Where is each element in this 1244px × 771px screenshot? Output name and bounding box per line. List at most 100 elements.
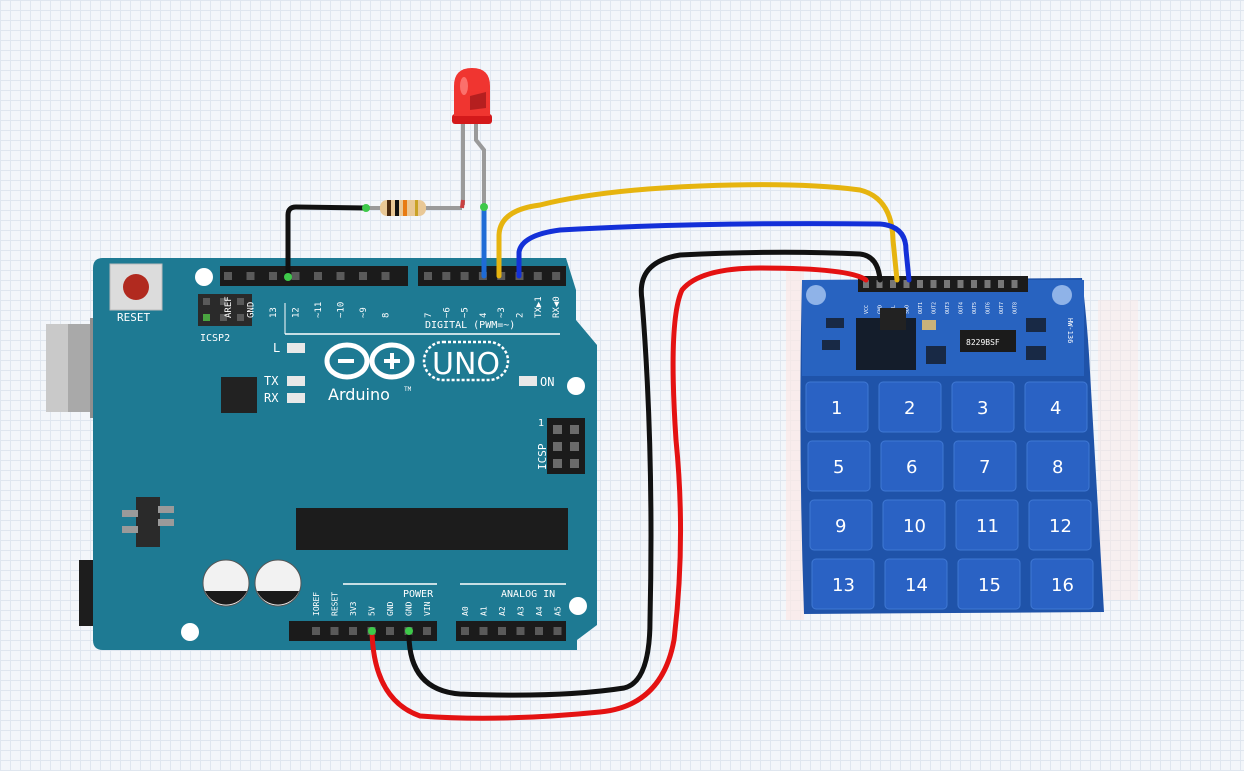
touch-key[interactable] xyxy=(1026,440,1090,492)
touch-controller-chip xyxy=(960,330,1016,352)
analog-pin-label: A5 xyxy=(554,606,563,616)
digital-pin-label: GND xyxy=(247,302,257,318)
icsp-header xyxy=(547,418,585,474)
mounting-hole xyxy=(1052,285,1072,305)
board-name: UNO xyxy=(432,347,500,382)
touch-key[interactable] xyxy=(882,499,946,551)
led-l xyxy=(287,343,305,353)
touch-key[interactable] xyxy=(955,499,1019,551)
keypad-pin xyxy=(984,280,991,288)
touch-key[interactable] xyxy=(884,558,948,610)
wire-black xyxy=(406,249,883,698)
touch-key-label: 11 xyxy=(976,516,999,537)
touch-key-label: 8 xyxy=(1052,457,1063,478)
keypad-pin xyxy=(998,280,1004,288)
power-pin-label: IOREF xyxy=(312,592,321,616)
digital-pin-label: 12 xyxy=(292,307,302,318)
power-header-label: POWER xyxy=(403,589,434,600)
analog-pin xyxy=(461,627,469,635)
power-pin-label: 5V xyxy=(368,606,377,616)
icsp2-header xyxy=(198,294,252,326)
touch-key-label: 15 xyxy=(978,575,1001,596)
resistor xyxy=(366,199,465,216)
arduino-pcb xyxy=(93,258,597,650)
digital-pin-label: ~11 xyxy=(314,302,324,318)
analog-pin xyxy=(498,627,506,635)
power-pin xyxy=(330,627,339,635)
touch-key[interactable] xyxy=(811,558,875,610)
digital-pin-label: TX▶1 xyxy=(534,296,544,318)
digital-pin-label: RX◀0 xyxy=(552,296,562,318)
touch-key[interactable] xyxy=(957,558,1021,610)
model-label: HW-136 xyxy=(1066,318,1074,343)
touch-key-label: 3 xyxy=(977,398,988,419)
reset-button[interactable] xyxy=(109,263,163,311)
keypad-pin-label: VCC xyxy=(864,305,870,314)
digital-pin xyxy=(424,272,432,280)
smd-component xyxy=(826,318,844,328)
voltage-regulator xyxy=(122,497,174,547)
digital-pin-label: ~6 xyxy=(442,307,452,318)
touch-key[interactable] xyxy=(809,499,873,551)
smd-component xyxy=(822,340,840,350)
keypad-pin-label: OUT4 xyxy=(959,302,965,314)
mounting-hole xyxy=(806,285,826,305)
analog-pin xyxy=(553,627,562,635)
wire-red xyxy=(369,265,869,721)
keypad-pin xyxy=(890,280,896,288)
led-l-label: L xyxy=(273,341,280,355)
touch-key-label: 6 xyxy=(906,457,917,478)
led-tx-label: TX xyxy=(264,374,279,388)
digital-pin xyxy=(224,272,232,280)
analog-header-label: ANALOG IN xyxy=(501,589,555,600)
power-pin xyxy=(312,627,320,635)
analog-pin xyxy=(516,627,525,635)
touch-key[interactable] xyxy=(1024,381,1088,433)
led-rx xyxy=(287,393,305,403)
touch-key[interactable] xyxy=(951,381,1015,433)
wires xyxy=(284,182,912,721)
touch-key[interactable] xyxy=(953,440,1017,492)
keypad-pin xyxy=(903,280,910,288)
touch-keypad-module: VCCGNDSCLSDOOUT1OUT2OUT3OUT4OUT5OUT6OUT7… xyxy=(786,270,1138,620)
mounting-hole xyxy=(195,268,213,286)
digital-pin xyxy=(336,272,345,280)
power-pin-label: VIN xyxy=(423,601,432,616)
touch-key-label: 10 xyxy=(903,516,926,537)
analog-pin-label: A0 xyxy=(461,606,470,616)
digital-pin xyxy=(460,272,469,280)
touch-key-label: 1 xyxy=(831,398,842,419)
touch-key-label: 2 xyxy=(904,398,915,419)
capacitor xyxy=(254,559,302,607)
keypad-pin-label: OUT7 xyxy=(999,302,1005,314)
uno-badge xyxy=(422,340,510,382)
touch-key[interactable] xyxy=(807,440,871,492)
wire-yellow xyxy=(496,182,900,283)
power-pin xyxy=(349,627,357,635)
keypad-pin-label: OUT5 xyxy=(972,302,978,314)
touch-key-label: 13 xyxy=(832,575,855,596)
touch-key[interactable] xyxy=(1028,499,1092,551)
power-pin-label: GND xyxy=(405,601,414,616)
touch-key[interactable] xyxy=(1030,558,1094,610)
touch-key[interactable] xyxy=(805,381,869,433)
chip-label: 8229BSF xyxy=(966,338,1000,347)
digital-pin-label: 4 xyxy=(479,313,489,318)
digital-pin xyxy=(381,272,390,280)
digital-pin xyxy=(533,272,542,280)
keypad-pin-label: OUT1 xyxy=(918,302,924,314)
touch-key[interactable] xyxy=(880,440,944,492)
power-pin-label: RESET xyxy=(331,592,340,616)
touch-key[interactable] xyxy=(878,381,942,433)
jumper-block xyxy=(856,308,916,370)
analog-header xyxy=(456,621,566,641)
led-tx xyxy=(287,376,305,386)
digital-pin-label: 13 xyxy=(269,307,279,318)
led-on-label: ON xyxy=(540,375,554,389)
keypad-pin-label: OUT6 xyxy=(986,302,992,314)
digital-header-label: DIGITAL (PWM=~) xyxy=(425,320,515,331)
keypad-pin-label: SDO xyxy=(905,305,911,314)
red-led xyxy=(452,68,492,215)
digital-pin xyxy=(246,272,255,280)
